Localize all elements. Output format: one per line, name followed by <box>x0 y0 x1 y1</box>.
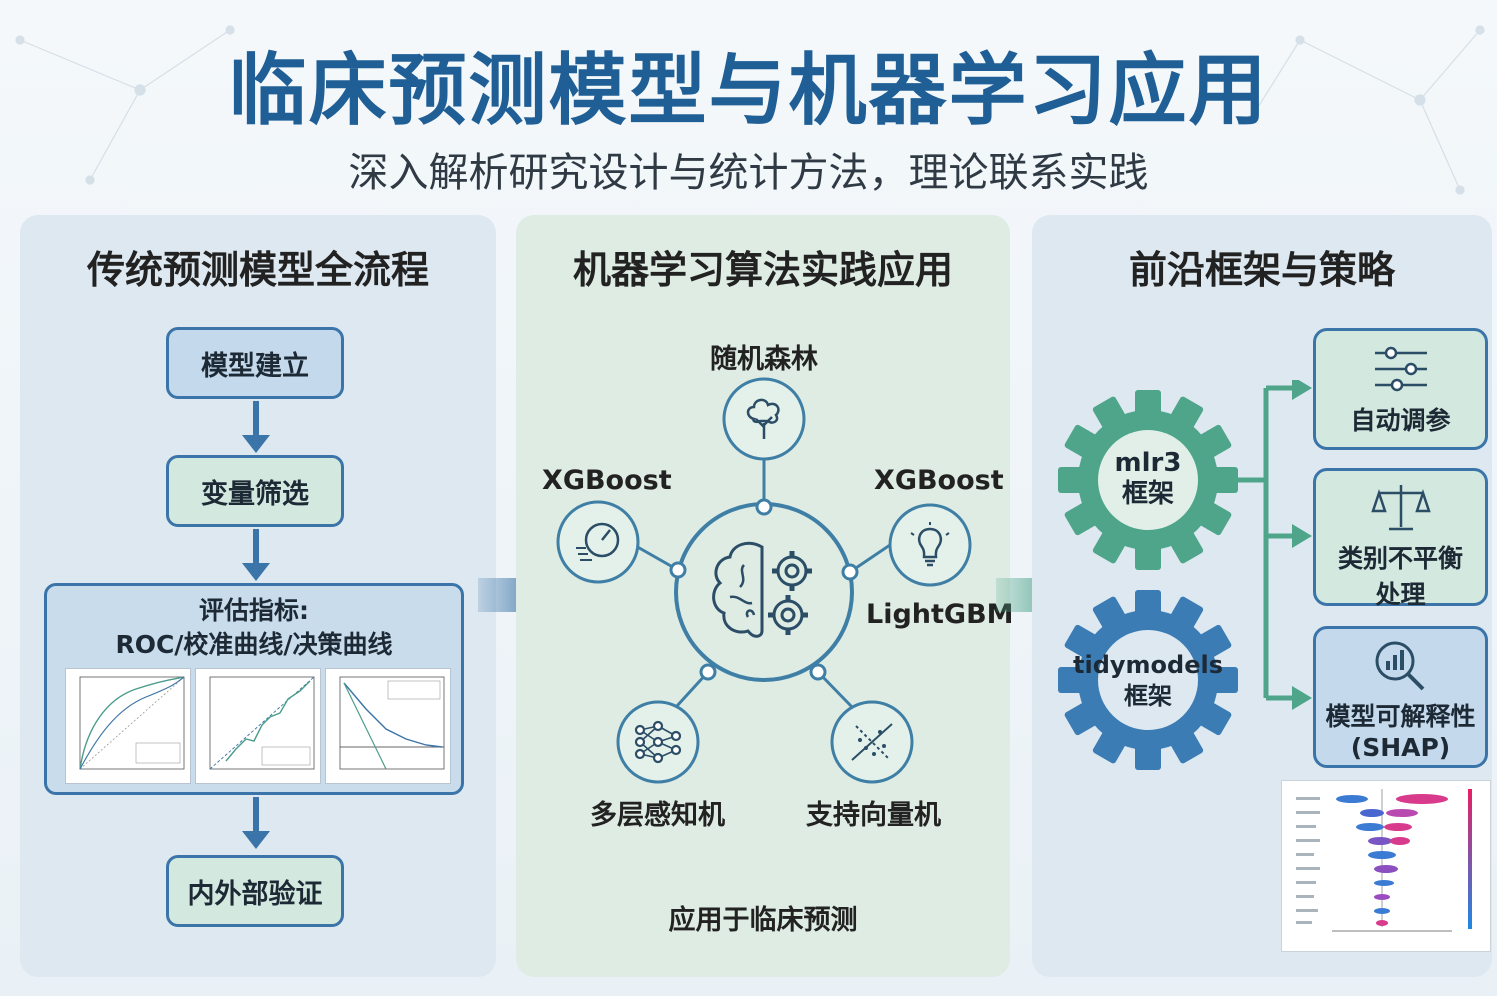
balance-scale-icon <box>1370 485 1431 531</box>
gear-tidymodels <box>1058 590 1238 770</box>
panel-machine-learning-title: 机器学习算法实践应用 <box>572 248 953 292</box>
sliders-icon <box>1374 346 1427 392</box>
tree-icon <box>746 398 780 439</box>
flow-arrows <box>242 401 270 849</box>
label-clinical-application: 应用于临床预测 <box>668 905 858 936</box>
label-svm: 支持向量机 <box>806 800 941 831</box>
evaluation-title: 评估指标: ROC/校准曲线/决策曲线 <box>47 594 461 662</box>
chart-magnifier-icon <box>1375 641 1424 691</box>
panel-traditional: 传统预测模型全流程 模型建立 变量筛选 评估指标: ROC/校准曲线/决策曲线 <box>20 215 496 977</box>
label-lightgbm: LightGBM <box>866 599 1014 630</box>
strategy-class-imbalance: 类别不平衡 处理 <box>1313 468 1488 609</box>
label-random-forest: 随机森林 <box>710 344 818 375</box>
strategy-interpretability-line1: 模型可解释性 <box>1325 702 1476 731</box>
page-title: 临床预测模型与机器学习应用 <box>228 46 1269 136</box>
evaluation-title-line1: 评估指标: <box>199 596 309 625</box>
gear-tidymodels-label: tidymodels 框架 <box>1073 650 1223 712</box>
panel-machine-learning: 机器学习算法实践应用 <box>516 215 1014 977</box>
gear-diagram <box>1058 380 1312 770</box>
label-xgboost-right: XGBoost <box>874 465 1004 496</box>
panel-traditional-title: 传统预测模型全流程 <box>86 248 429 292</box>
ml-hub-diagram <box>556 377 972 784</box>
neural-network-icon <box>634 720 682 764</box>
step-validation: 内外部验证 <box>166 855 344 927</box>
strategy-interpretability: 模型可解释性 (SHAP) <box>1313 626 1488 768</box>
brain-gear-icon <box>712 541 812 638</box>
scatter-icon <box>851 723 893 761</box>
panel-frameworks-title: 前沿框架与策略 <box>1128 248 1395 292</box>
gear-mlr3 <box>1058 390 1238 570</box>
step-variable-selection: 变量筛选 <box>166 455 344 527</box>
strategy-class-imbalance-line2: 处理 <box>1375 580 1426 609</box>
lightbulb-icon <box>910 522 950 567</box>
step-model-building: 模型建立 <box>166 327 344 399</box>
strategy-auto-tuning-label: 自动调参 <box>1350 406 1451 435</box>
roc-curve-thumbnail <box>65 668 191 784</box>
strategy-interpretability-line2: (SHAP) <box>1350 733 1451 762</box>
gear-tidymodels-label-line2: 框架 <box>1124 682 1172 710</box>
evaluation-title-line2: ROC/校准曲线/决策曲线 <box>115 630 393 659</box>
page-subtitle: 深入解析研究设计与统计方法，理论联系实践 <box>348 150 1149 196</box>
label-mlp: 多层感知机 <box>590 800 725 831</box>
label-xgboost-left: XGBoost <box>542 465 672 496</box>
gear-mlr3-label-line1: mlr3 <box>1114 448 1182 478</box>
decision-curve-thumbnail <box>325 668 451 784</box>
shap-summary-plot <box>1281 780 1491 952</box>
speedometer-icon <box>576 522 620 561</box>
calibration-curve-thumbnail <box>195 668 321 784</box>
gear-mlr3-label: mlr3 框架 <box>1088 448 1208 510</box>
strategy-auto-tuning: 自动调参 <box>1313 328 1488 450</box>
gear-tidymodels-label-line1: tidymodels <box>1073 651 1223 679</box>
gear-mlr3-label-line2: 框架 <box>1121 479 1174 509</box>
strategy-class-imbalance-line1: 类别不平衡 <box>1337 544 1463 573</box>
step-evaluation: 评估指标: ROC/校准曲线/决策曲线 <box>44 583 464 795</box>
